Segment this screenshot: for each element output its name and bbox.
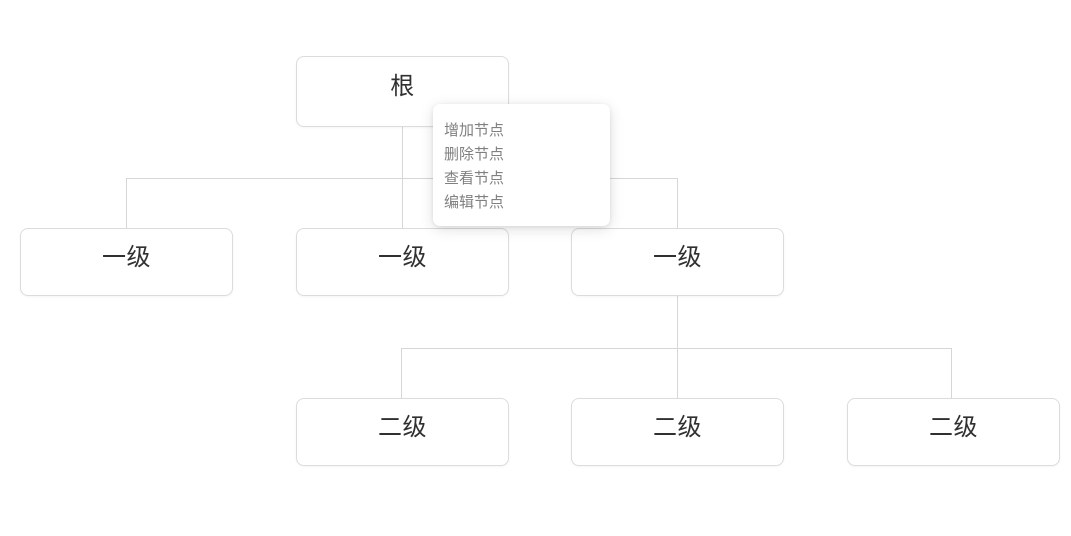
node-level1-3-label: 一级 xyxy=(653,243,702,271)
node-level1-3[interactable]: 一级 xyxy=(571,228,784,296)
connector-level2-drop-b xyxy=(677,348,678,398)
node-level2-3[interactable]: 二级 xyxy=(847,398,1060,466)
connector-root-stem xyxy=(402,127,403,178)
node-level1-2[interactable]: 一级 xyxy=(296,228,509,296)
context-menu-item-view[interactable]: 查看节点 xyxy=(444,169,505,187)
connector-level2-stem xyxy=(677,296,678,348)
node-level2-1-label: 二级 xyxy=(378,413,427,441)
node-root-label: 根 xyxy=(390,72,415,100)
node-level2-1[interactable]: 二级 xyxy=(296,398,509,466)
connector-level2-drop-a xyxy=(401,348,402,398)
connector-level2-drop-c xyxy=(951,348,952,398)
node-level1-1-label: 一级 xyxy=(102,243,151,271)
node-level2-3-label: 二级 xyxy=(929,413,978,441)
context-menu: 增加节点 删除节点 查看节点 编辑节点 xyxy=(433,104,610,226)
node-level2-2-label: 二级 xyxy=(653,413,702,441)
node-level1-1[interactable]: 一级 xyxy=(20,228,233,296)
connector-level1-drop-c xyxy=(677,178,678,228)
context-menu-item-delete[interactable]: 删除节点 xyxy=(444,145,505,163)
node-level2-2[interactable]: 二级 xyxy=(571,398,784,466)
context-menu-item-add[interactable]: 增加节点 xyxy=(444,121,505,139)
connector-level1-drop-b xyxy=(402,178,403,228)
connector-level1-drop-a xyxy=(126,178,127,228)
context-menu-item-edit[interactable]: 编辑节点 xyxy=(444,193,505,211)
node-level1-2-label: 一级 xyxy=(378,243,427,271)
connector-level2-bar xyxy=(401,348,951,349)
